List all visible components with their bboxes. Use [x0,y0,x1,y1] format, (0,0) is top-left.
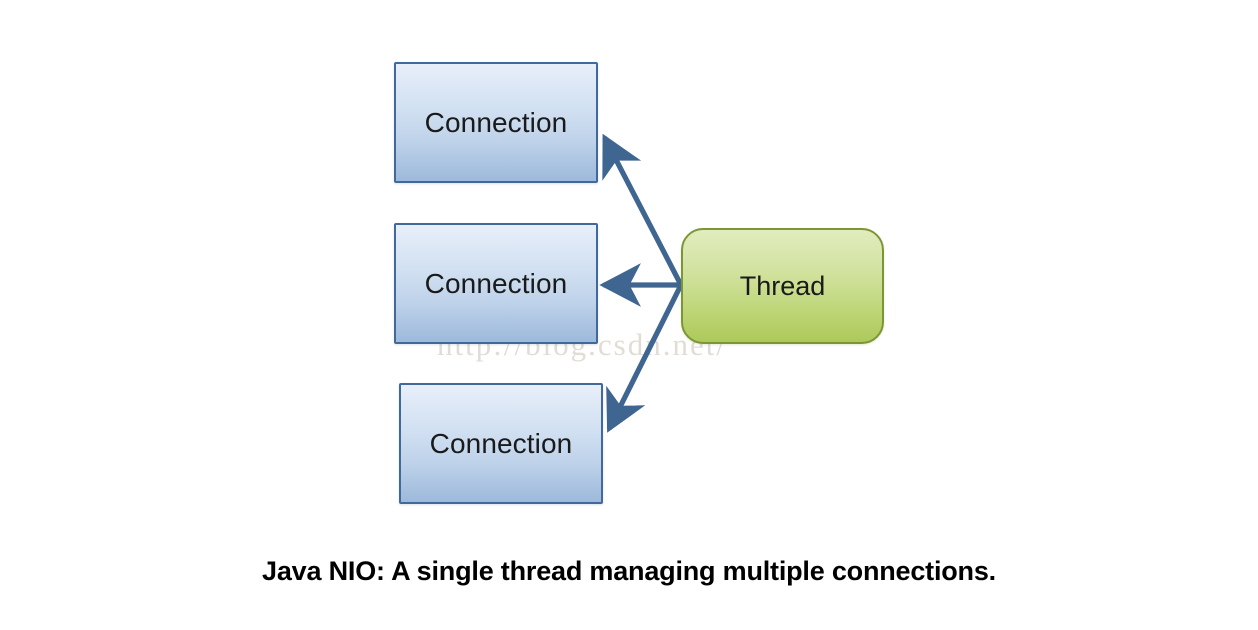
node-thread[interactable]: Thread [681,228,884,344]
node-connection-2-label: Connection [424,267,568,299]
node-connection-3[interactable]: Connection [399,383,603,504]
node-connection-2[interactable]: Connection [394,223,598,344]
node-connection-1[interactable]: Connection [394,62,598,183]
node-thread-label: Thread [739,270,826,301]
node-connection-1-label: Connection [424,106,568,138]
diagram-caption: Java NIO: A single thread managing multi… [262,556,996,586]
node-connection-3-label: Connection [429,427,573,459]
edge-thread-to-connection-1 [602,133,684,287]
